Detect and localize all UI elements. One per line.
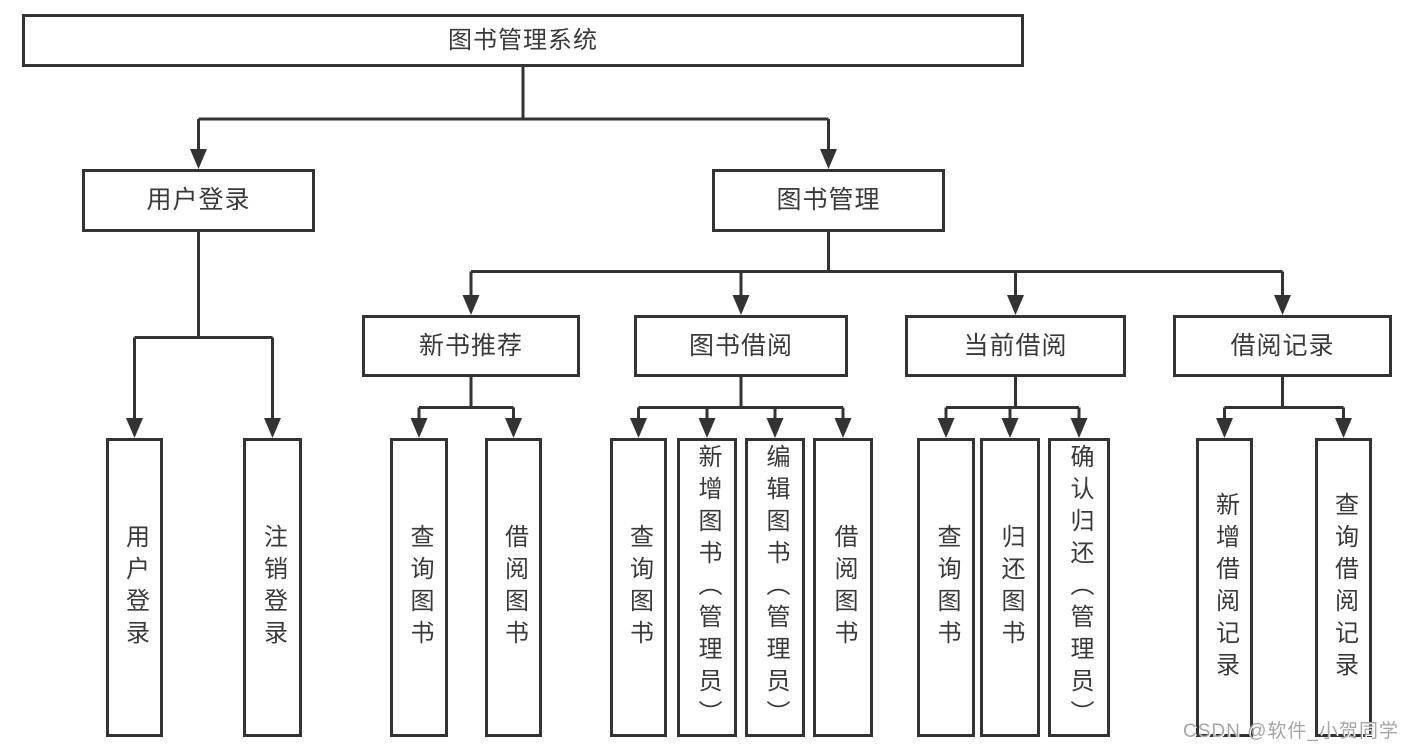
leaf-current-query-label: 查询图书 bbox=[933, 523, 960, 652]
arrowhead-icon bbox=[732, 295, 750, 315]
leaf-borrow-query: 查询图书 bbox=[610, 438, 667, 737]
arrowhead-icon bbox=[462, 295, 480, 315]
arrowhead-icon bbox=[834, 418, 852, 438]
arrowhead-icon bbox=[190, 149, 207, 169]
leaf-logout-label: 注销登录 bbox=[259, 523, 287, 652]
arrowhead-icon bbox=[1335, 418, 1352, 438]
connector-current-children bbox=[944, 377, 1081, 419]
leaf-current-return-label: 归还图书 bbox=[997, 523, 1024, 652]
arrowhead-icon bbox=[937, 418, 955, 438]
node-book-borrow-label: 图书借阅 bbox=[688, 331, 793, 360]
leaf-record-add-label: 新增借阅记录 bbox=[1211, 491, 1239, 684]
node-book-mgmt-label: 图书管理 bbox=[776, 186, 881, 214]
node-user-login-label: 用户登录 bbox=[146, 186, 251, 214]
leaf-current-query: 查询图书 bbox=[917, 438, 975, 737]
leaf-record-query-label: 查询借阅记录 bbox=[1330, 491, 1358, 684]
connector-root-to-level2 bbox=[197, 67, 830, 150]
node-user-login: 用户登录 bbox=[82, 169, 315, 232]
arrowhead-icon bbox=[126, 418, 143, 438]
node-borrow-records-label: 借阅记录 bbox=[1230, 331, 1335, 360]
leaf-user-login-label: 用户登录 bbox=[121, 523, 149, 652]
leaf-newbook-borrow: 借阅图书 bbox=[485, 438, 542, 737]
leaf-borrow-add-label: 新增图书（管理员） bbox=[694, 443, 721, 732]
leaf-logout: 注销登录 bbox=[243, 438, 302, 737]
node-new-book-label: 新书推荐 bbox=[418, 331, 523, 360]
leaf-current-confirm: 确认归还（管理员） bbox=[1048, 438, 1110, 737]
arrowhead-icon bbox=[1216, 418, 1233, 438]
arrowhead-icon bbox=[820, 149, 837, 169]
leaf-user-login: 用户登录 bbox=[106, 438, 163, 737]
leaf-newbook-query: 查询图书 bbox=[390, 438, 448, 737]
connector-new-book-children bbox=[417, 377, 515, 419]
leaf-borrow-add: 新增图书（管理员） bbox=[677, 438, 737, 737]
leaf-newbook-borrow-label: 借阅图书 bbox=[500, 523, 528, 652]
leaf-newbook-query-label: 查询图书 bbox=[406, 523, 433, 652]
connector-records-children bbox=[1223, 377, 1345, 419]
node-book-borrow: 图书借阅 bbox=[634, 315, 848, 377]
node-current-borrow-label: 当前借阅 bbox=[963, 331, 1068, 360]
leaf-current-return: 归还图书 bbox=[980, 438, 1040, 737]
arrowhead-icon bbox=[1007, 295, 1024, 315]
node-root-label: 图书管理系统 bbox=[448, 26, 598, 54]
leaf-record-query: 查询借阅记录 bbox=[1315, 438, 1372, 737]
connector-book-mgmt-to-level3 bbox=[469, 232, 1284, 296]
leaf-record-add: 新增借阅记录 bbox=[1196, 438, 1253, 737]
arrowhead-icon bbox=[505, 418, 522, 438]
node-book-mgmt: 图书管理 bbox=[712, 169, 945, 232]
arrowhead-icon bbox=[766, 418, 784, 438]
leaf-current-confirm-label: 确认归还（管理员） bbox=[1066, 443, 1093, 732]
arrowhead-icon bbox=[1001, 418, 1019, 438]
leaf-borrow-query-label: 查询图书 bbox=[625, 523, 653, 652]
leaf-borrow-book-label: 借阅图书 bbox=[830, 523, 857, 652]
leaf-borrow-book: 借阅图书 bbox=[813, 438, 873, 737]
node-root: 图书管理系统 bbox=[22, 14, 1024, 67]
arrowhead-icon bbox=[698, 418, 716, 438]
arrowhead-icon bbox=[410, 418, 428, 438]
arrowhead-icon bbox=[1274, 295, 1291, 315]
arrowhead-icon bbox=[264, 418, 281, 438]
arrowhead-icon bbox=[630, 418, 647, 438]
arrowhead-icon bbox=[1070, 418, 1088, 438]
node-new-book: 新书推荐 bbox=[362, 315, 580, 377]
node-current-borrow: 当前借阅 bbox=[905, 315, 1126, 377]
leaf-borrow-edit-label: 编辑图书（管理员） bbox=[762, 443, 789, 732]
leaf-borrow-edit: 编辑图书（管理员） bbox=[745, 438, 805, 737]
connector-borrow-children bbox=[637, 377, 845, 419]
connector-user-login-children bbox=[133, 232, 274, 419]
csdn-watermark: CSDN @软件_小贺同学 bbox=[1183, 721, 1399, 742]
node-borrow-records: 借阅记录 bbox=[1173, 315, 1392, 377]
